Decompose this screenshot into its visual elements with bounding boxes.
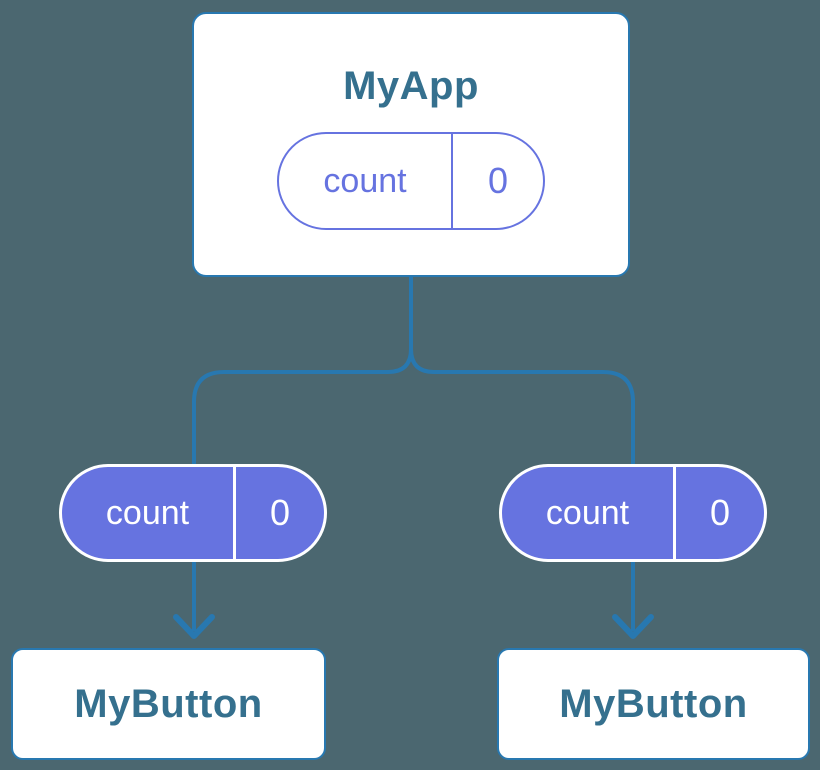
state-pill-name-section: count (279, 134, 451, 228)
component-label-mybutton-left: MyButton (74, 681, 263, 726)
prop-pill-left: count 0 (59, 464, 327, 562)
prop-pill-left-value-section: 0 (233, 467, 324, 559)
state-value: 0 (487, 160, 509, 201)
prop-value-left: 0 (269, 492, 291, 533)
prop-value-right: 0 (709, 492, 731, 533)
component-label-mybutton-right: MyButton (559, 681, 748, 726)
state-pill: count 0 (277, 132, 545, 230)
prop-pill-right-value-section: 0 (673, 467, 764, 559)
component-node-myapp: MyApp count 0 (192, 12, 630, 277)
prop-name-right: count (545, 493, 630, 532)
branch-line-right (409, 277, 635, 464)
arrowhead-left-icon (173, 614, 215, 639)
prop-pill-left-name-section: count (62, 467, 233, 559)
branch-line-left (192, 277, 413, 464)
state-pill-value-section: 0 (451, 134, 543, 228)
component-node-mybutton-right: MyButton (497, 648, 810, 760)
prop-pill-right: count 0 (499, 464, 767, 562)
prop-pill-right-name-section: count (502, 467, 673, 559)
arrowhead-right-icon (612, 614, 654, 639)
state-name: count (323, 161, 407, 200)
component-label-myapp: MyApp (343, 64, 479, 108)
prop-name-left: count (105, 493, 190, 532)
component-node-mybutton-left: MyButton (11, 648, 326, 760)
